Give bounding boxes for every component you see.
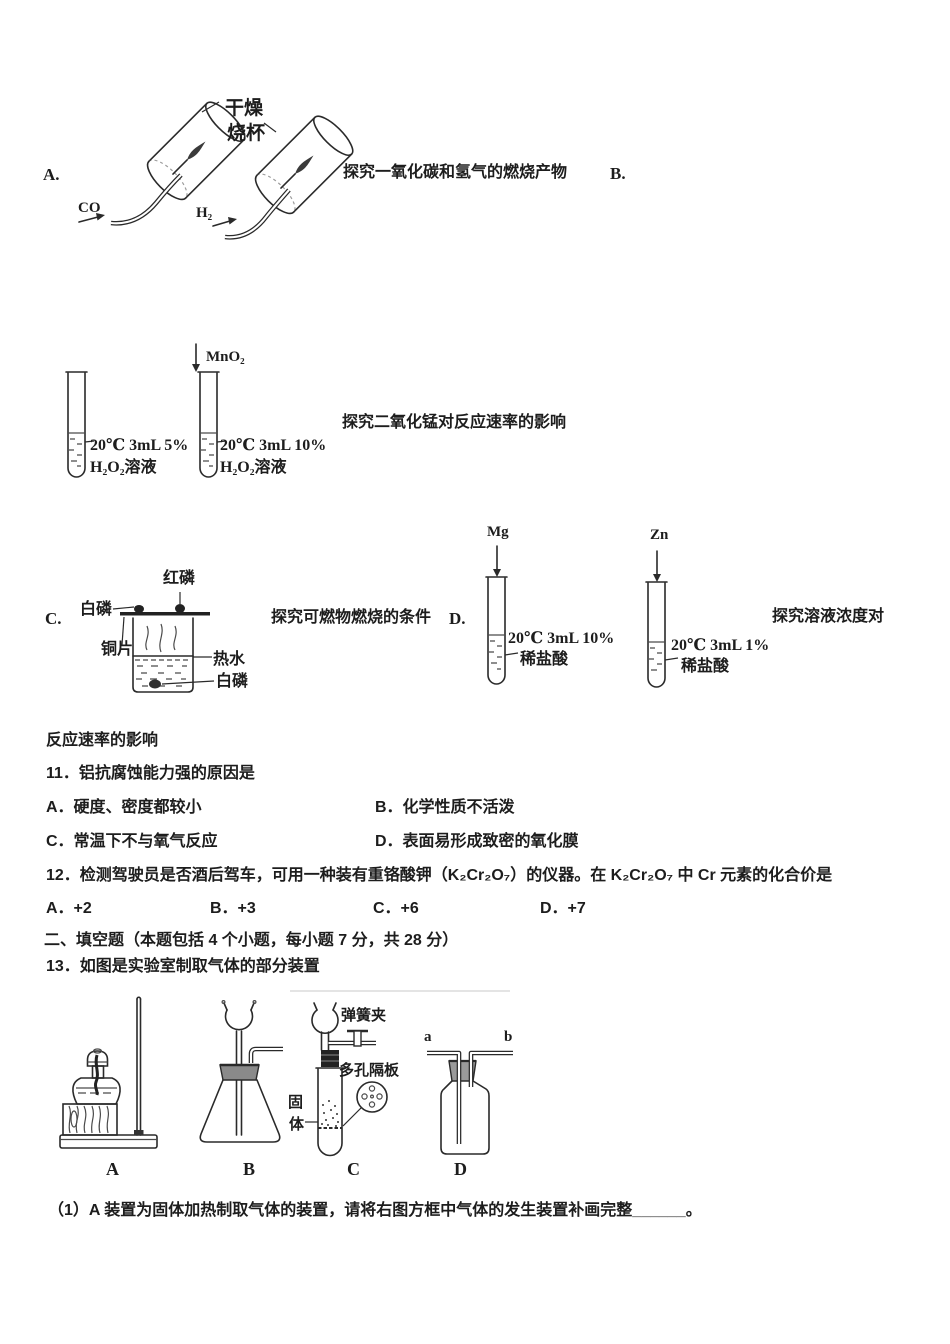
solid-label-line1: 固 [288, 1094, 304, 1111]
apparatus-c-letter: C [347, 1159, 360, 1179]
q11-option-a: A．硬度、密度都较小 [46, 799, 202, 816]
mno2-add-arrow [192, 343, 200, 372]
white-phosphorus-bottom-label: 白磷 [216, 673, 249, 690]
h2-flow-arrow [212, 217, 237, 227]
dry-beaker-label-line1: 干燥 [225, 98, 264, 119]
q12-option-c: C．+6 [373, 900, 419, 917]
caption-concentration: 探究溶液浓度对 [772, 608, 885, 625]
porous-plate-detail [356, 1081, 388, 1113]
option-a-label: A. [43, 165, 60, 184]
mg-tube-solution: 稀盐酸 [520, 651, 569, 668]
zn-add-arrow [653, 550, 661, 582]
co-flow-arrow [78, 213, 105, 223]
rubber-stopper [321, 1050, 339, 1067]
apparatus-a-letter: A [106, 1159, 119, 1179]
white-phosphorus-top-label: 白磷 [80, 601, 113, 618]
q11-option-b: B．化学性质不活泼 [375, 799, 515, 816]
q11-option-c: C．常温下不与氧气反应 [46, 833, 218, 850]
q12-stem: 12．检测驾驶员是否酒后驾车，可用一种装有重铬酸钾（K₂Cr₂O₇）的仪器。在 … [46, 867, 833, 884]
test-tube-hcl-1 [645, 581, 679, 688]
q12-option-a: A．+2 [46, 900, 92, 917]
q13-stem: 13．如图是实验室制取气体的部分装置 [46, 958, 320, 975]
tube1-condition: 20℃ 3mL 5% [90, 437, 189, 454]
section2-header: 二、填空题（本题包括 4 个小题，每小题 7 分，共 28 分） [44, 932, 459, 949]
solid-particles [321, 1100, 339, 1127]
zn-tube-solution: 稀盐酸 [681, 658, 730, 675]
port-a-label: a [424, 1029, 432, 1045]
h2-gas-label: H₂ [196, 205, 213, 221]
concentration-experiment-drawing [485, 545, 679, 688]
flame-icon [187, 141, 206, 160]
caption-mno2: 探究二氧化锰对反应速率的影响 [342, 414, 567, 431]
red-phosphorus-label: 红磷 [163, 570, 196, 587]
mg-tube-condition: 20℃ 3mL 10% [508, 630, 615, 647]
tube2-condition: 20℃ 3mL 10% [220, 437, 327, 454]
mg-label: Mg [487, 524, 509, 540]
q11-stem: 11．铝抗腐蚀能力强的原因是 [46, 765, 255, 782]
test-tube-hcl-10 [485, 576, 519, 685]
gas-apparatus-drawing [59, 990, 513, 1157]
hot-water-label: 热水 [213, 651, 246, 668]
apparatus-d-gas-bottle [427, 1050, 513, 1155]
mno2-label: MnO₂ [206, 349, 245, 365]
option-b-label: B. [610, 164, 626, 183]
tube2-solution: H₂O₂溶液 [220, 459, 287, 476]
phosphorus-experiment-drawing [112, 592, 215, 693]
port-b-label: b [504, 1029, 513, 1045]
mno2-experiment-drawing [65, 343, 227, 478]
stopcock-valve [353, 1030, 362, 1047]
porous-plate-label: 多孔隔板 [339, 1062, 400, 1079]
option-d-label: D. [449, 609, 466, 628]
q11-option-d: D．表面易形成致密的氧化膜 [375, 833, 579, 850]
apparatus-b-flask-funnel [199, 1000, 283, 1143]
option-c-label: C. [45, 609, 62, 628]
tilted-beaker-1 [146, 101, 246, 201]
solid-label-line2: 体 [289, 1116, 305, 1133]
test-tube-h2o2-5 [65, 371, 95, 478]
apparatus-d-letter: D [454, 1159, 467, 1179]
dry-beaker-label-line2: 烧杯 [227, 123, 266, 144]
flame-icon [295, 155, 314, 174]
copper-sheet-label: 铜片 [101, 641, 134, 658]
apparatus-a-stand-lamp [59, 996, 158, 1149]
dry-beaker-experiment-drawing [78, 101, 354, 240]
lamp-wick [93, 1054, 99, 1096]
apparatus-c-tube-stopcock [305, 1002, 388, 1157]
zn-tube-condition: 20℃ 3mL 1% [671, 637, 770, 654]
caption-co-h2: 探究一氧化碳和氢气的燃烧产物 [343, 164, 568, 181]
tilted-beaker-2 [254, 115, 354, 215]
zn-label: Zn [650, 527, 669, 543]
caption-concentration-wrap: 反应速率的影响 [46, 732, 159, 749]
apparatus-b-letter: B [243, 1159, 256, 1179]
caption-combustion: 探究可燃物燃烧的条件 [271, 609, 432, 626]
q12-option-b: B．+3 [210, 900, 256, 917]
tube1-solution: H₂O₂溶液 [90, 459, 157, 476]
spring-clip-label: 弹簧夹 [341, 1007, 387, 1024]
co-gas-label: CO [78, 200, 101, 216]
mg-add-arrow [493, 545, 501, 577]
test-tube-h2o2-10 [197, 371, 227, 478]
q13-sub1-text: （1）A 装置为固体加热制取气体的装置，请将右图方框中气体的发生装置补画完整__… [48, 1202, 702, 1219]
q12-option-d: D．+7 [540, 900, 586, 917]
